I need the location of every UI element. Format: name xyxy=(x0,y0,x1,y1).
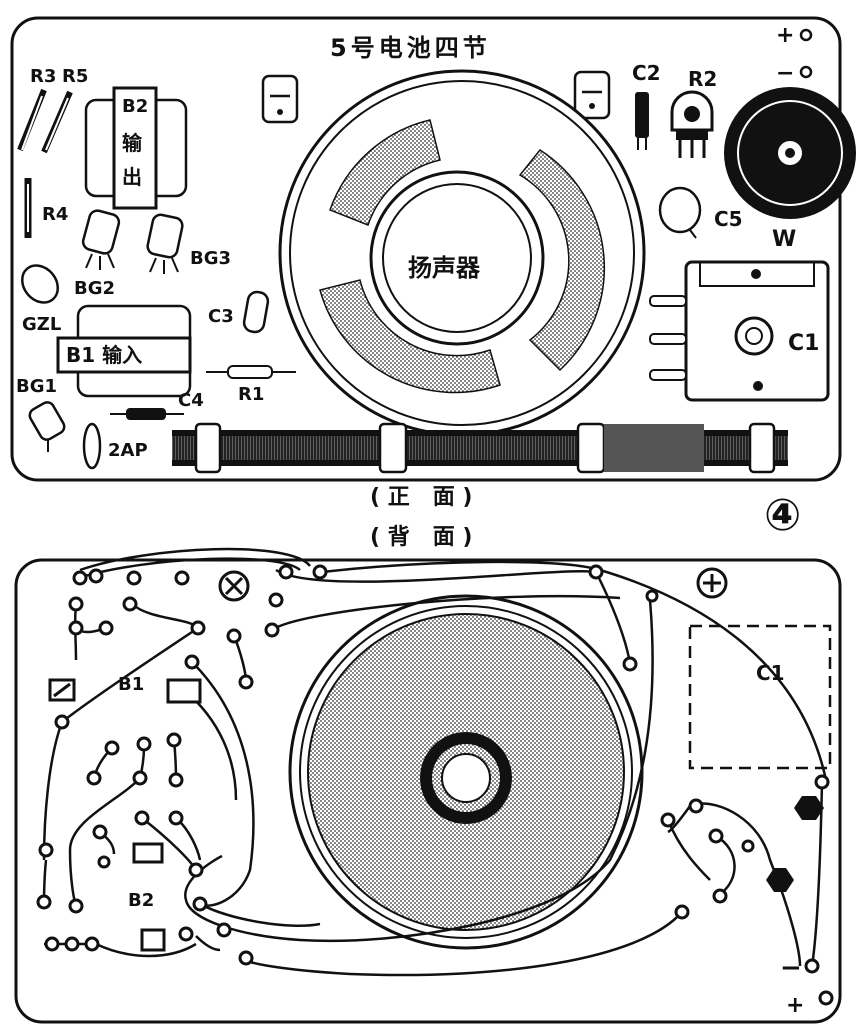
front-panel: 5号电池四节 + − 扬声器 xyxy=(10,16,856,482)
screw-right xyxy=(696,567,728,599)
battery-clip-right xyxy=(573,70,611,120)
label-b1-front: B1 输入 xyxy=(66,343,142,367)
label-r3: R3 xyxy=(30,66,56,87)
resistor-r3 xyxy=(17,88,47,152)
tuning-capacitor-c1 xyxy=(649,260,830,402)
back-board-outline xyxy=(14,558,842,1024)
back-minus-terminal: − xyxy=(780,953,802,983)
front-plus-terminal: + xyxy=(776,23,794,48)
label-b2-text-1: 输 xyxy=(122,131,143,155)
transistor-bg2 xyxy=(81,209,121,270)
transistor-bg1 xyxy=(28,401,66,452)
b2-lug-top xyxy=(132,842,164,864)
figure-number: ④ xyxy=(764,490,801,541)
b2-lug-bottom xyxy=(140,928,166,952)
label-bg3: BG3 xyxy=(190,248,231,269)
transformer-b1 xyxy=(56,304,192,398)
resistor-r1 xyxy=(206,365,296,379)
c1-outline-dashed xyxy=(688,624,832,770)
resistor-r5 xyxy=(41,90,73,154)
label-r5: R5 xyxy=(62,66,88,87)
preset-r2 xyxy=(670,90,714,158)
front-minus-terminal: − xyxy=(776,61,794,86)
label-bg1: BG1 xyxy=(16,376,57,397)
front-board-outline xyxy=(10,16,842,482)
screw-left xyxy=(218,570,250,602)
front-minus-terminal-dot xyxy=(799,65,813,79)
front-caption: ( 正 面 ) xyxy=(370,485,472,510)
capacitor-c5 xyxy=(658,186,702,239)
gzl xyxy=(20,264,60,304)
transistor-bg3 xyxy=(146,213,184,274)
speaker-label: 扬声器 xyxy=(408,254,481,282)
battery-label: 5号电池四节 xyxy=(330,34,491,62)
back-plus-terminal: + xyxy=(786,993,804,1018)
label-r1: R1 xyxy=(238,384,264,405)
hex-nut-2 xyxy=(766,868,794,892)
diode-2ap xyxy=(82,422,102,470)
label-c5: C5 xyxy=(714,207,743,231)
label-c4: C4 xyxy=(178,390,204,411)
label-b2: B2 xyxy=(122,96,148,117)
label-gzl: GZL xyxy=(22,314,61,335)
label-b1-back: B1 xyxy=(118,674,144,695)
label-bg2: BG2 xyxy=(74,278,115,299)
back-caption: ( 背 面 ) xyxy=(370,525,472,550)
capacitor-c3 xyxy=(242,290,270,334)
solder-pads xyxy=(36,564,834,1006)
transformer-b2 xyxy=(84,86,188,210)
speaker xyxy=(278,69,646,437)
speaker-back xyxy=(288,594,644,950)
capacitor-c4 xyxy=(110,408,184,420)
ferrite-antenna xyxy=(172,422,788,474)
label-2ap: 2AP xyxy=(108,440,148,461)
front-plus-terminal-dot xyxy=(799,28,813,42)
label-c2: C2 xyxy=(632,61,661,85)
label-w: W xyxy=(772,227,796,252)
label-b2-back: B2 xyxy=(128,890,154,911)
back-panel: C1 xyxy=(14,547,842,1024)
hex-nut-1 xyxy=(794,796,824,820)
label-r4: R4 xyxy=(42,204,68,225)
label-c1-front: C1 xyxy=(788,331,819,356)
battery-clip-left xyxy=(261,74,299,124)
volume-wheel xyxy=(724,87,856,219)
capacitor-c2 xyxy=(635,92,649,138)
b1-lug-right xyxy=(166,678,202,704)
label-r2: R2 xyxy=(688,67,717,91)
label-b2-text-2: 出 xyxy=(122,165,142,189)
label-c3: C3 xyxy=(208,306,234,327)
